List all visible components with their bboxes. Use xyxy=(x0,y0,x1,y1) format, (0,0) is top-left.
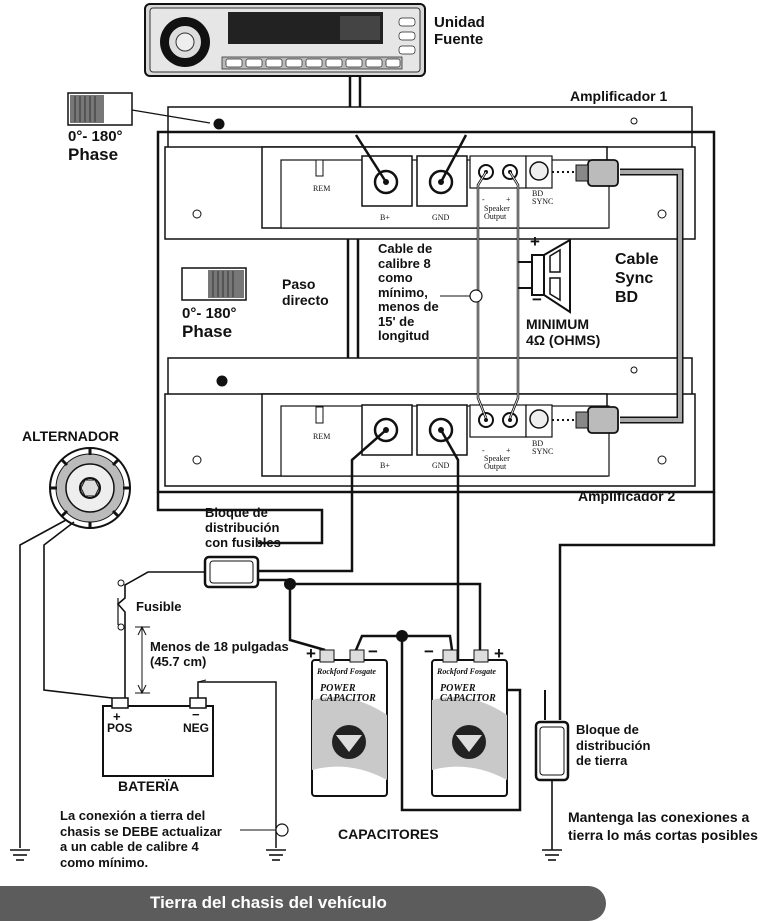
amp1-label: Amplificador 1 xyxy=(570,88,668,104)
speaker-icon xyxy=(531,238,571,314)
cap2-brand: Rockford Fosgate xyxy=(437,667,496,676)
phase-label-1: 0°- 180°Phase xyxy=(68,128,123,165)
amp1-speaker-plus: + xyxy=(506,195,511,204)
vehicle-chassis-ground-banner: Tierra del chasis del vehículo xyxy=(0,886,606,921)
footer-label: Tierra del chasis del vehículo xyxy=(150,893,387,912)
alternador-label: ALTERNADOR xyxy=(22,428,119,444)
cap1-minus: − xyxy=(368,642,378,661)
amp2-gnd-label: GND xyxy=(432,461,450,470)
speaker-plus: + xyxy=(530,232,540,251)
battery-label: BATERÏA xyxy=(118,778,180,794)
amp2-label: Amplificador 2 xyxy=(578,488,676,504)
amp2-bplus-label: B+ xyxy=(380,461,390,470)
bd-sync-cable xyxy=(552,159,684,434)
ground-symbol xyxy=(266,849,286,861)
fusible-label: Fusible xyxy=(136,599,182,614)
battery-pos-plus: + xyxy=(113,709,121,724)
speaker-minus: − xyxy=(532,290,542,309)
cap2-power: POWER xyxy=(440,683,476,694)
amp1-gnd-label: GND xyxy=(432,213,450,222)
amp1-bplus-label: B+ xyxy=(380,213,390,222)
distance-label: Menos de 18 pulgadas(45.7 cm) xyxy=(150,639,289,669)
battery-neg-minus: − xyxy=(192,707,200,722)
cap2-minus: − xyxy=(424,642,434,661)
phase-label-2: 0°- 180°Phase xyxy=(182,305,237,342)
ground-symbol xyxy=(542,849,562,861)
battery-neg-label: NEG xyxy=(183,721,210,735)
battery xyxy=(102,697,214,777)
capacitor-2 xyxy=(431,649,508,797)
battery-pos-label: POS xyxy=(107,721,133,735)
amp2-speaker-minus: - xyxy=(482,446,485,455)
alternator-icon xyxy=(49,447,131,529)
amp1-rem-label: REM xyxy=(313,184,331,193)
capacitor-1 xyxy=(311,649,388,797)
ground-distribution-block xyxy=(534,720,570,782)
cap2-plus: + xyxy=(494,644,504,663)
head-unit xyxy=(144,3,426,77)
power-wire-loop xyxy=(156,130,716,494)
cap1-brand: Rockford Fosgate xyxy=(317,667,376,676)
cap2-capacitor: CAPACITOR xyxy=(440,693,496,704)
amp2-speaker-plus: + xyxy=(506,446,511,455)
phase-switch-1 xyxy=(67,92,225,130)
amp2-rem-label: REM xyxy=(313,432,331,441)
cap1-power: POWER xyxy=(320,683,356,694)
ground-symbol xyxy=(10,849,30,861)
cap1-plus: + xyxy=(306,644,316,663)
capacitores-label: CAPACITORES xyxy=(338,826,439,842)
cap1-capacitor: CAPACITOR xyxy=(320,693,376,704)
amp1-speaker-minus: - xyxy=(482,195,485,204)
amplifier-2 xyxy=(164,357,696,487)
fuse-distribution-block xyxy=(203,555,260,589)
phase-switch-2 xyxy=(181,267,247,387)
amplifier-1 xyxy=(164,106,696,240)
